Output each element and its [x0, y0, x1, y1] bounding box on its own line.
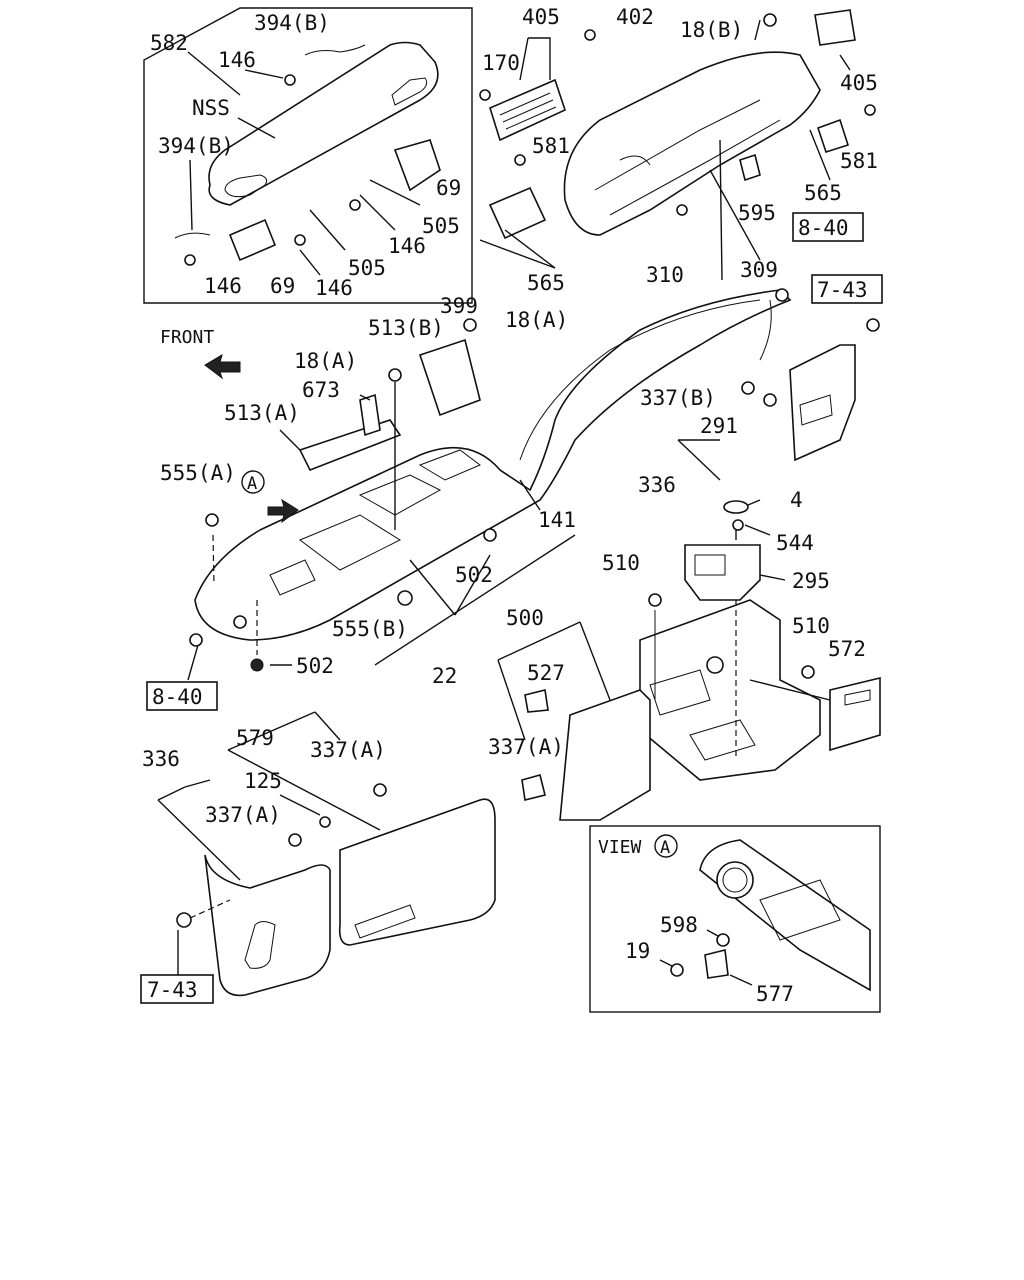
label-581-b: 581	[840, 149, 878, 173]
label-513b: 513(B)	[368, 316, 444, 340]
ref-box-8-40-top	[792, 212, 864, 242]
label-595: 595	[738, 201, 776, 225]
view-arrow-icon	[267, 498, 299, 524]
label-18b: 18(B)	[680, 18, 743, 42]
ref-box-8-40-left	[146, 681, 218, 711]
label-544: 544	[776, 531, 814, 555]
label-310: 310	[646, 263, 684, 287]
label-337a-b: 337(A)	[488, 735, 564, 759]
label-510-a: 510	[602, 551, 640, 575]
label-527: 527	[527, 661, 565, 685]
cluster-hood-309	[479, 9, 876, 281]
label-69-b: 69	[270, 274, 295, 298]
label-598: 598	[660, 913, 698, 937]
label-view-a: A	[660, 838, 670, 858]
label-565-b: 565	[527, 271, 565, 295]
label-19: 19	[625, 939, 650, 963]
side-panel-336	[677, 288, 880, 481]
label-555b: 555(B)	[332, 617, 408, 641]
label-view: VIEW	[598, 837, 642, 858]
label-673: 673	[302, 378, 340, 402]
label-502-a: 502	[455, 563, 493, 587]
label-336-a: 336	[638, 473, 676, 497]
label-7-43-a: 7-43	[817, 278, 868, 302]
label-555a: 555(A)	[160, 461, 236, 485]
label-577: 577	[756, 982, 794, 1006]
label-502-b: 502	[296, 654, 334, 678]
label-399: 399	[440, 294, 478, 318]
label-505-b: 505	[348, 256, 386, 280]
brackets-513	[279, 318, 481, 530]
glove-box-579	[157, 711, 496, 997]
label-front: FRONT	[160, 327, 214, 348]
ref-box-7-43-bottom	[140, 974, 214, 1004]
label-18a-b: 18(A)	[294, 349, 357, 373]
label-405-a: 405	[522, 5, 560, 29]
ref-box-7-43-top	[811, 274, 883, 304]
label-18a-a: 18(A)	[505, 308, 568, 332]
label-405-b: 405	[840, 71, 878, 95]
inset-582	[143, 7, 473, 304]
label-170: 170	[482, 51, 520, 75]
label-295: 295	[792, 569, 830, 593]
label-125: 125	[244, 769, 282, 793]
label-500: 500	[506, 606, 544, 630]
console-500	[497, 499, 881, 821]
label-8-40-a: 8-40	[798, 216, 849, 240]
label-4: 4	[790, 488, 803, 512]
label-309: 309	[740, 258, 778, 282]
label-291: 291	[700, 414, 738, 438]
label-336-b: 336	[142, 747, 180, 771]
label-69-a: 69	[436, 176, 461, 200]
label-505-a: 505	[422, 214, 460, 238]
label-581-a: 581	[532, 134, 570, 158]
label-402: 402	[616, 5, 654, 29]
label-nss: NSS	[192, 96, 230, 120]
label-141: 141	[538, 508, 576, 532]
callout-circle-a	[241, 470, 265, 494]
label-565-a: 565	[804, 181, 842, 205]
label-394b-left: 394(B)	[158, 134, 234, 158]
label-146-d: 146	[315, 276, 353, 300]
label-510-b: 510	[792, 614, 830, 638]
label-337a-a: 337(A)	[310, 738, 386, 762]
label-579: 579	[236, 726, 274, 750]
view-a-box	[589, 825, 881, 1013]
label-572: 572	[828, 637, 866, 661]
label-146-b: 146	[388, 234, 426, 258]
label-582: 582	[150, 31, 188, 55]
label-8-40-b: 8-40	[152, 685, 203, 709]
label-394b-top: 394(B)	[254, 11, 330, 35]
front-arrow-icon	[204, 353, 241, 380]
label-337a-c: 337(A)	[205, 803, 281, 827]
label-146-a: 146	[218, 48, 256, 72]
label-146-c: 146	[204, 274, 242, 298]
label-513a: 513(A)	[224, 401, 300, 425]
label-22: 22	[432, 664, 457, 688]
label-a-callout: A	[247, 474, 257, 494]
callout-circle-view-a	[654, 834, 678, 858]
label-337b: 337(B)	[640, 386, 716, 410]
label-7-43-b: 7-43	[147, 978, 198, 1002]
